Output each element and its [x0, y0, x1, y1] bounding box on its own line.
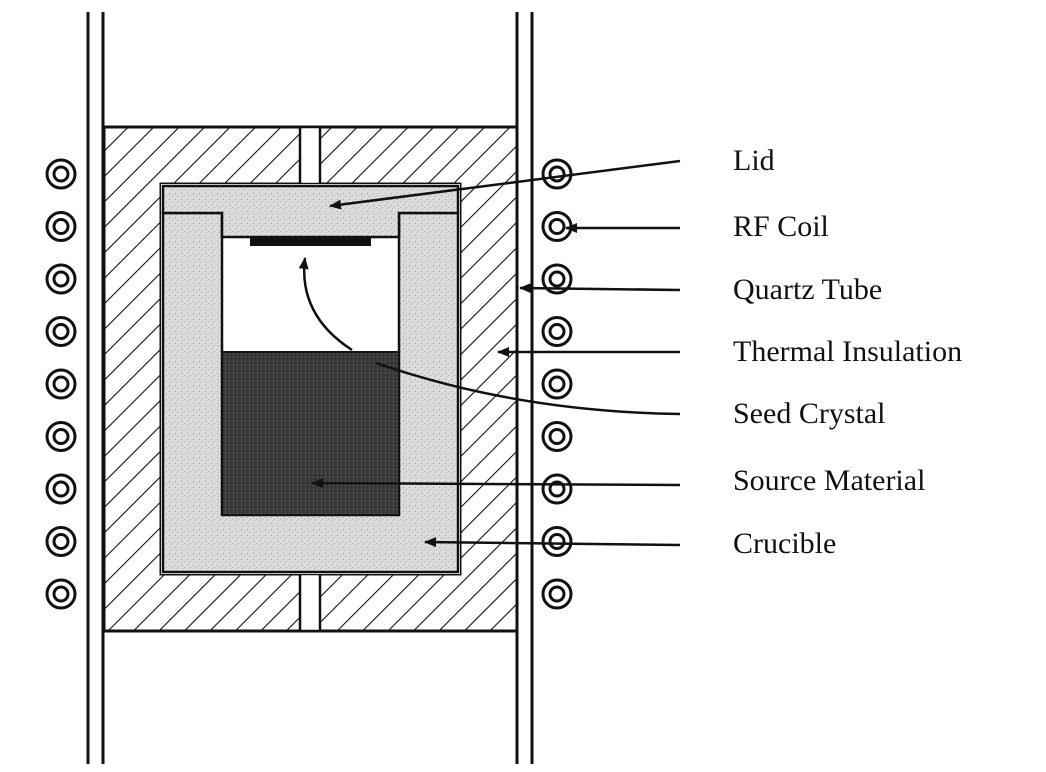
rf-coil-turn-right-1: [541, 158, 573, 190]
leader-quartz-tube: [519, 283, 681, 294]
leader-crucible: [424, 537, 681, 548]
leader-source-material: [311, 478, 681, 489]
rf-coil-turn-left-4: [45, 316, 77, 347]
rf-coil-turn-right-6: [541, 421, 573, 452]
rf-coil-turn-right-2: [541, 211, 573, 242]
rf-coil-turn-left-9: [45, 578, 77, 610]
rf-coil-turn-left-2: [45, 211, 77, 242]
rf-coil-turn-left-1: [45, 158, 77, 190]
rf-coil-left: [45, 158, 77, 610]
seed-crystal: [250, 237, 371, 246]
label-rf-coil: RF Coil: [733, 210, 829, 243]
rf-coil-turn-right-8: [541, 526, 573, 557]
rf-coil-turn-left-6: [45, 421, 77, 452]
rf-coil-turn-left-8: [45, 526, 77, 557]
label-crucible: Crucible: [733, 527, 836, 560]
bottom-vent-hole: [298, 572, 322, 633]
leader-seed-crystal: [375, 361, 681, 416]
rf-coil-turn-right-9: [541, 578, 573, 610]
source-material: [221, 351, 400, 516]
rf-coil-turn-left-3: [45, 263, 77, 295]
rf-coil-turn-right-4: [541, 316, 573, 347]
label-source-material: Source Material: [733, 464, 925, 497]
rf-coil-turn-right-7: [541, 473, 573, 505]
rf-coil-turn-right-5: [541, 368, 573, 400]
top-vent-hole: [298, 125, 322, 186]
leader-lid: [329, 159, 681, 210]
label-thermal-insulation: Thermal Insulation: [733, 335, 962, 368]
label-lid: Lid: [733, 144, 775, 177]
label-seed-crystal: Seed Crystal: [733, 397, 885, 430]
label-quartz-tube: Quartz Tube: [733, 273, 882, 306]
rf-coil-turn-left-5: [45, 368, 77, 400]
labels: Lid RF Coil Quartz Tube Thermal Insulati…: [733, 144, 962, 560]
leader-lines: [311, 159, 681, 548]
rf-coil-turn-right-3: [541, 263, 573, 295]
rf-coil-turn-left-7: [45, 473, 77, 505]
vapor-flow-arrow: [298, 257, 353, 352]
